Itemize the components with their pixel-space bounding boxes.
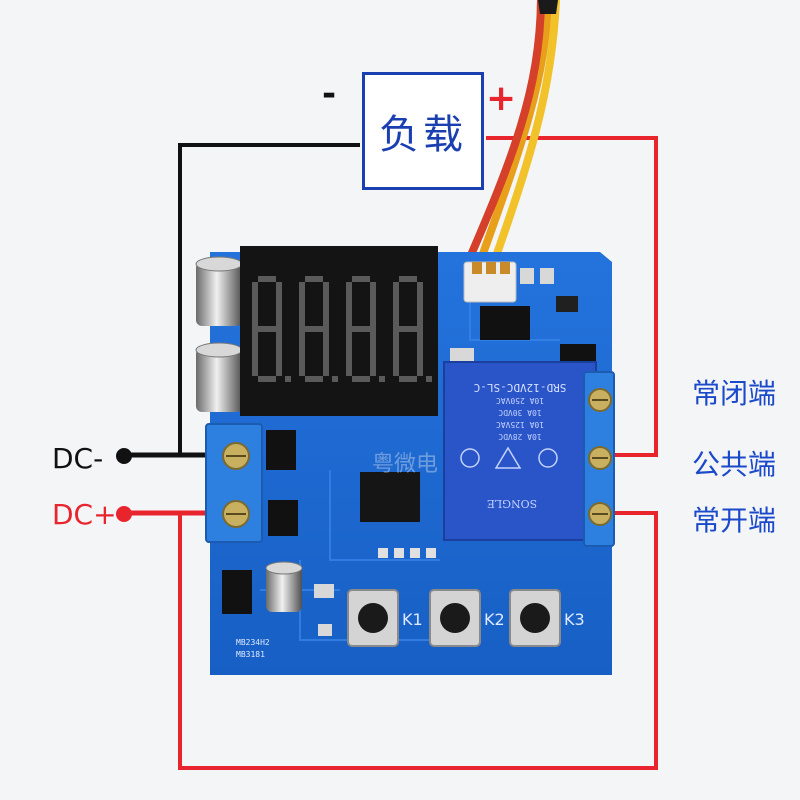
display-decimal-point — [379, 376, 385, 382]
display-segment — [258, 326, 276, 332]
display-segment — [370, 329, 376, 376]
display-segment — [393, 282, 399, 329]
dc-minus-dot — [116, 448, 132, 464]
sensor-connector — [463, 261, 517, 303]
display-segment — [299, 329, 305, 376]
display-segment — [352, 276, 370, 282]
display-segment — [399, 276, 417, 282]
relay-rating-text: 10A 125VAC — [496, 420, 544, 429]
display-segment — [299, 282, 305, 329]
normally-open-label: 常开端 — [692, 504, 777, 537]
display-segment — [346, 282, 352, 329]
display-segment — [276, 282, 282, 329]
display-segment — [305, 326, 323, 332]
relay-terminal-block — [583, 371, 615, 547]
sensor-cable — [464, 0, 560, 264]
capacitor-small — [265, 561, 303, 612]
microcontroller-ic — [360, 472, 420, 522]
silkscreen-text: MB234H2 — [236, 638, 270, 647]
key-label-k1: K1 — [402, 610, 423, 629]
warning-triangle — [494, 446, 522, 469]
display-segment — [352, 326, 370, 332]
display-digit — [299, 276, 338, 382]
dc-minus-label: DC- — [52, 442, 104, 475]
silkscreen-text: MB3181 — [236, 650, 265, 659]
header-pins — [378, 548, 436, 558]
display-segment — [346, 329, 352, 376]
display-segment — [370, 282, 376, 329]
capacitor-top — [195, 256, 243, 326]
display-digit — [252, 276, 291, 382]
relay-rating-text: 10A 30VDC — [498, 408, 542, 417]
display-segment — [305, 276, 323, 282]
smd-components-left — [222, 430, 334, 636]
display-digits — [252, 276, 432, 382]
display-segment — [323, 329, 329, 376]
load-minus-label: - — [322, 74, 337, 114]
display-segment — [352, 376, 370, 382]
display-decimal-point — [426, 376, 432, 382]
relay-brand-text: SONGLE — [487, 497, 537, 510]
common-label: 公共端 — [692, 448, 777, 481]
button-k3[interactable] — [509, 589, 561, 647]
normally-closed-label: 常闭端 — [692, 377, 777, 410]
relay-rating-text: 10A 28VDC — [498, 432, 542, 441]
smd-components-top — [450, 268, 596, 366]
relay: SRD-12VDC-SL-C 10A 250VAC 10A 30VDC 10A … — [443, 361, 597, 541]
capacitor-bottom — [195, 342, 243, 412]
display-segment — [276, 329, 282, 376]
display-digit — [393, 276, 432, 382]
display-segment — [393, 329, 399, 376]
key-label-k3: K3 — [564, 610, 585, 629]
key-label-k2: K2 — [484, 610, 505, 629]
power-terminal-block — [205, 423, 263, 543]
relay-model-text: SRD-12VDC-SL-C — [474, 381, 567, 394]
display-digit — [346, 276, 385, 382]
display-decimal-point — [285, 376, 291, 382]
button-k2[interactable] — [429, 589, 481, 647]
display-segment — [258, 276, 276, 282]
display-segment — [417, 282, 423, 329]
display-segment — [258, 376, 276, 382]
display-decimal-point — [332, 376, 338, 382]
watermark: 粤微电 — [372, 452, 439, 477]
button-k1[interactable] — [347, 589, 399, 647]
relay-rating-text: 10A 250VAC — [496, 396, 544, 405]
load-plus-label: + — [486, 78, 517, 119]
display-segment — [305, 376, 323, 382]
display-segment — [399, 376, 417, 382]
cqc-mark — [538, 448, 558, 468]
display-segment — [252, 329, 258, 376]
display-segment — [252, 282, 258, 329]
display-segment — [323, 282, 329, 329]
display-segment — [399, 326, 417, 332]
dc-plus-dot — [116, 506, 132, 522]
ul-mark — [460, 448, 480, 468]
display-segment — [417, 329, 423, 376]
dc-plus-label: DC+ — [52, 498, 117, 531]
load-box: 负载 — [362, 72, 484, 190]
